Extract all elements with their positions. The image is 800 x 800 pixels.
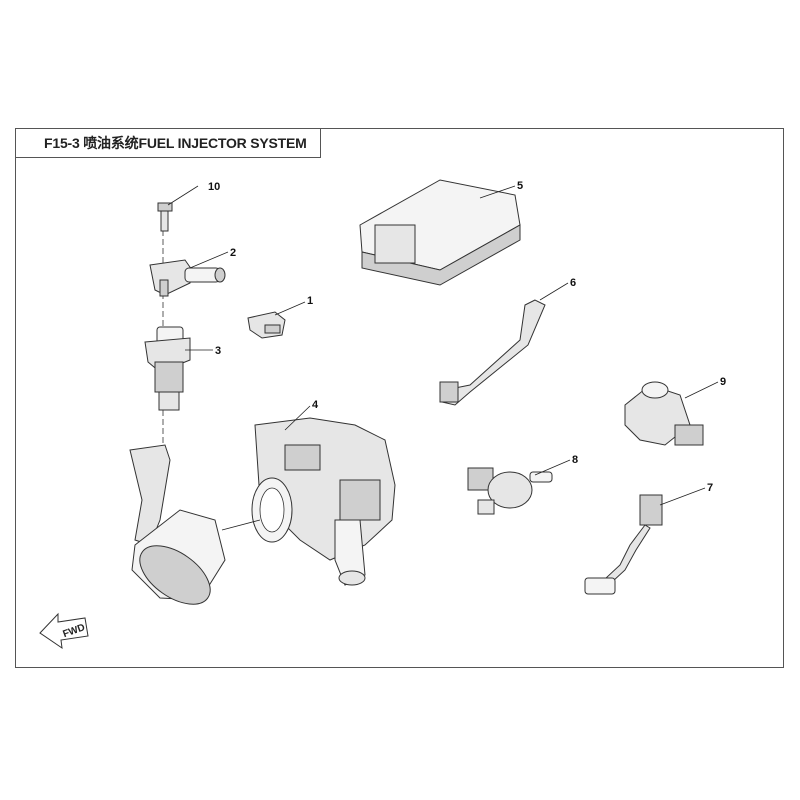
part-7-oxygen-sensor[interactable]: [584, 494, 663, 595]
leader-7: [659, 487, 706, 506]
diagram-frame: [15, 128, 784, 668]
leader-10: [167, 185, 199, 206]
callout-3: 3: [215, 345, 221, 357]
callout-6: 6: [570, 277, 576, 289]
leader-1: [274, 301, 306, 316]
title-box: F15-3 喷油系统FUEL INJECTOR SYSTEM: [15, 128, 321, 158]
leader-9: [684, 381, 719, 399]
callout-9: 9: [720, 376, 726, 388]
part-2-fuel-rail[interactable]: [149, 259, 226, 297]
leader-6: [539, 282, 569, 301]
leader-intake: [221, 519, 261, 531]
leader-8: [534, 459, 571, 476]
callout-2: 2: [230, 247, 236, 259]
part-8-pressure-regulator[interactable]: [467, 467, 553, 515]
callout-1: 1: [307, 295, 313, 307]
callout-10: 10: [208, 181, 220, 193]
callout-5: 5: [517, 180, 523, 192]
part-10-bolt[interactable]: [157, 202, 173, 232]
part-3-fuel-injector[interactable]: [144, 326, 191, 411]
callout-7: 7: [707, 482, 713, 494]
callout-4: 4: [312, 399, 319, 411]
part-4-throttle-body[interactable]: [251, 417, 396, 586]
leader-4: [284, 405, 311, 431]
part-6-sensor-harness[interactable]: [439, 299, 546, 406]
leader-2: [189, 251, 229, 269]
part-5-ecu[interactable]: [359, 179, 521, 286]
fwd-arrow-icon: FWD: [39, 612, 89, 650]
page-title: F15-3 喷油系统FUEL INJECTOR SYSTEM: [44, 135, 307, 151]
leader-5: [479, 185, 516, 199]
part-1-retaining-clip[interactable]: [247, 311, 286, 339]
intake-manifold[interactable]: [129, 444, 226, 616]
callout-8: 8: [572, 454, 578, 466]
part-9-sensor[interactable]: [624, 381, 704, 446]
